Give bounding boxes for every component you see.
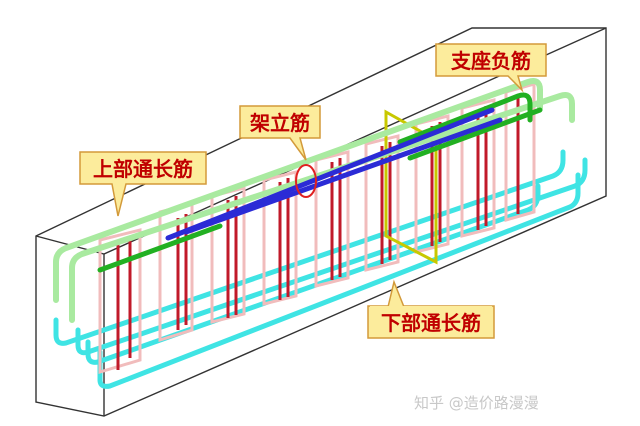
svg-text:上部通长筋: 上部通长筋 bbox=[93, 157, 193, 181]
beam-outline bbox=[35, 27, 607, 417]
svg-text:支座负筋: 支座负筋 bbox=[451, 49, 531, 73]
erection-bar bbox=[165, 107, 503, 241]
label-erection: 架立筋 bbox=[239, 105, 321, 161]
svg-text:下部通长筋: 下部通长筋 bbox=[381, 311, 481, 335]
watermark: 知乎 @造价路漫漫 bbox=[414, 394, 539, 412]
erection-highlight-ring bbox=[295, 164, 317, 198]
svg-text:架立筋: 架立筋 bbox=[250, 111, 310, 135]
highlighted-stirrup bbox=[384, 109, 438, 265]
label-bottom-through: 下部通长筋 bbox=[367, 279, 495, 339]
label-top-through: 上部通长筋 bbox=[79, 151, 207, 217]
support-negative-bars bbox=[97, 92, 543, 273]
label-support-negative: 支座负筋 bbox=[435, 43, 547, 93]
